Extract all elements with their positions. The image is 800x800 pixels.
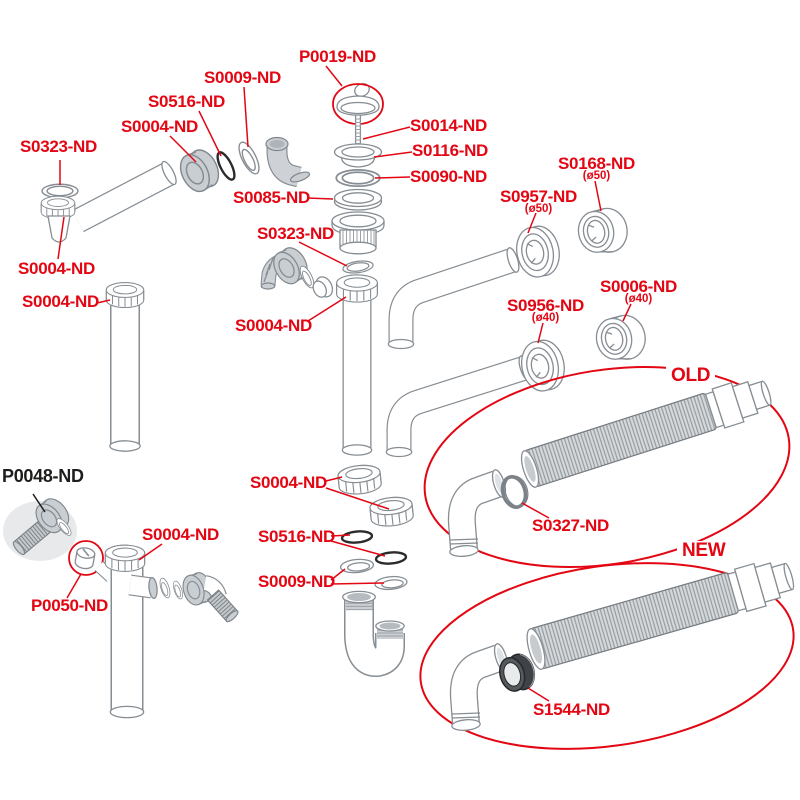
label-s0009-bottom: S0009-ND	[258, 572, 335, 591]
o-ring-s0323-mid	[341, 258, 375, 276]
label-s1544: S1544-ND	[533, 700, 610, 719]
label-s0323-mid: S0323-ND	[257, 224, 334, 243]
old-group-ellipse	[423, 365, 791, 569]
o-ring-s0516-a	[340, 529, 374, 545]
elbow-old	[447, 469, 507, 557]
gasket-s0090	[335, 168, 381, 188]
outlet-pipe-lower	[385, 355, 532, 458]
union-nut-tee	[104, 544, 146, 572]
label-s0090: S0090-ND	[410, 167, 487, 186]
union-nut-tube-left	[105, 282, 145, 309]
o-ring-s0327	[500, 475, 529, 509]
label-s0014: S0014-ND	[410, 116, 487, 135]
highlight-circle-p0050	[68, 540, 104, 576]
union-nut-center	[336, 274, 378, 303]
sink-drain-flange	[331, 211, 385, 255]
badge-new: NEW	[677, 541, 731, 561]
grommet-s0957	[511, 222, 565, 282]
label-s0956: S0956-ND(ø40)	[507, 296, 584, 325]
tee-tube	[104, 544, 146, 719]
strainer-top-s0116	[333, 143, 383, 168]
outlet-pipe-upper	[387, 247, 520, 350]
label-s0004-topleft: S0004-ND	[121, 117, 198, 136]
cap-p0050	[74, 547, 96, 570]
tee-tube-assembly	[3, 493, 239, 719]
tailpiece-left	[40, 160, 177, 243]
union-nut-s0004	[174, 144, 226, 197]
bevel-ring-s0009	[234, 138, 264, 178]
branch-outlet	[128, 569, 239, 623]
p-trap	[342, 590, 405, 677]
leader-lines	[57, 65, 632, 702]
grommet-s0006	[591, 311, 650, 366]
elbow-new	[449, 643, 509, 731]
new-variant-group	[419, 562, 795, 750]
label-s0168: S0168-ND(ø50)	[558, 154, 635, 183]
o-ring-s0323-left	[41, 183, 79, 199]
new-group-ellipse	[419, 562, 795, 750]
drain-plug-p0019	[332, 83, 384, 125]
label-p0019: P0019-ND	[299, 47, 376, 66]
label-s0004-tee: S0004-ND	[142, 525, 219, 544]
coupling-s1544	[498, 653, 536, 692]
label-s0006: S0006-ND(ø40)	[600, 277, 677, 306]
hose-elbow-connector	[260, 242, 334, 298]
o-ring-s0516-b	[374, 550, 408, 566]
label-p0050: P0050-ND	[31, 596, 108, 615]
tailpiece-cone	[47, 215, 71, 243]
label-s0004-bottom: S0004-ND	[250, 473, 327, 492]
label-p0048: P0048-ND	[2, 466, 84, 486]
cone-gasket	[312, 276, 334, 298]
union-nut-a	[336, 462, 383, 497]
label-s0516-top: S0516-ND	[148, 92, 225, 111]
trap-stack	[336, 462, 415, 677]
label-s0004-mid: S0004-ND	[235, 316, 312, 335]
label-s0516-bottom: S0516-ND	[258, 527, 335, 546]
overflow-elbow-grey	[265, 136, 311, 188]
old-variant-group	[423, 365, 791, 569]
grommet-s0956	[516, 336, 570, 396]
label-s0009-top: S0009-ND	[204, 68, 281, 87]
label-s0085: S0085-ND	[233, 188, 310, 207]
union-nut-b	[368, 494, 415, 529]
gasket-s0085	[333, 188, 383, 211]
label-s0116: S0116-ND	[412, 141, 489, 160]
extension-tube-left	[105, 282, 145, 452]
label-s0004-tailpiece: S0004-ND	[18, 259, 95, 278]
label-s0004-tube: S0004-ND	[22, 292, 99, 311]
label-s0323-topleft: S0323-ND	[20, 137, 97, 156]
bevel-ring-s0009-a	[339, 557, 375, 575]
flexible-hose-new	[526, 562, 795, 670]
label-s0957: S0957-ND(ø50)	[500, 187, 577, 216]
flexible-hose-old	[520, 380, 772, 488]
hose-elbow-p0048	[12, 493, 75, 556]
label-s0327: S0327-ND	[532, 516, 609, 535]
grommet-s0168	[573, 204, 632, 259]
leader-line-p0048	[32, 493, 46, 513]
badge-old: OLD	[666, 366, 716, 386]
center-tube	[336, 274, 378, 456]
